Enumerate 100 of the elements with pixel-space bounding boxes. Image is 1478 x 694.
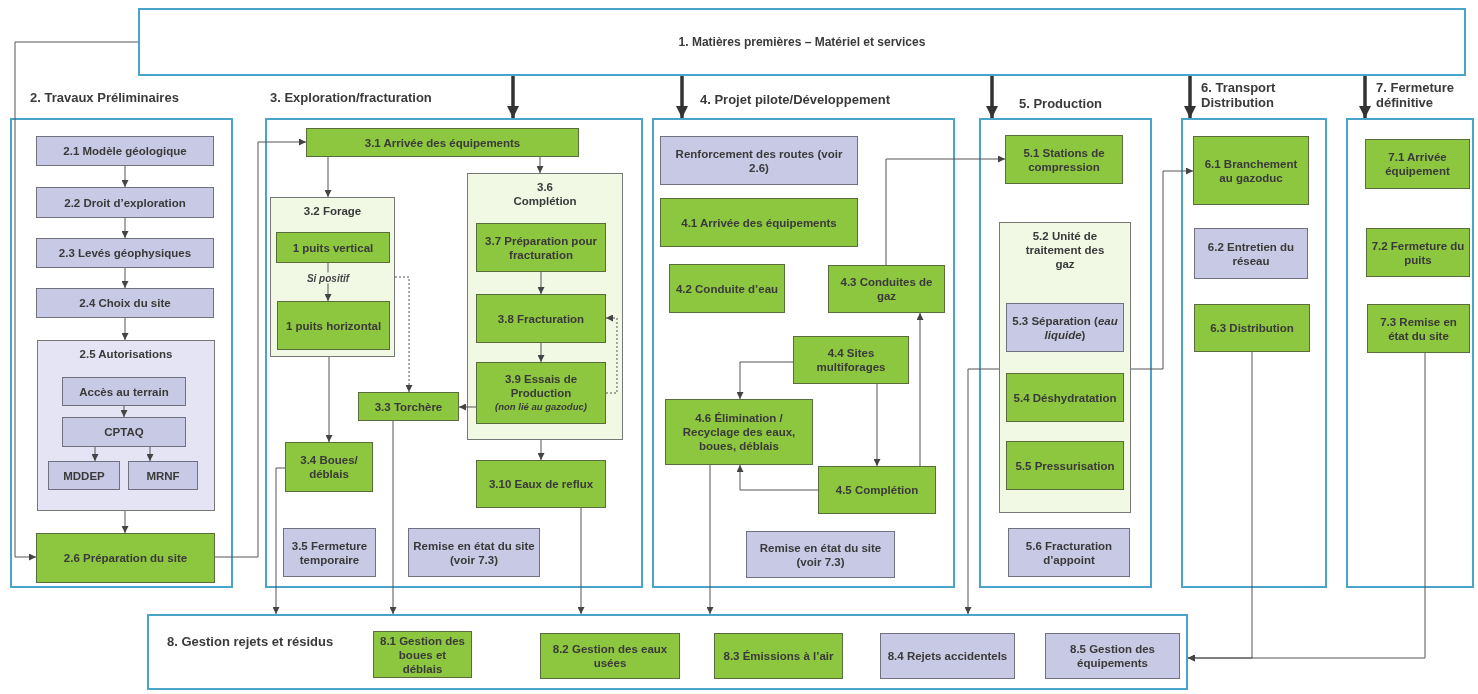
box-label: CPTAQ — [104, 425, 144, 439]
box-label: 3.5 Fermeture temporaire — [290, 538, 369, 567]
process-box — [793, 336, 909, 384]
arrow — [706, 464, 714, 615]
process-box — [358, 392, 459, 421]
process-box — [306, 128, 579, 157]
panel-heading: 7. Fermeture définitive — [1376, 80, 1456, 110]
arrow — [389, 420, 397, 615]
phase-panel — [1346, 80, 1474, 588]
box-label: MRNF — [146, 468, 180, 483]
phase-panel — [147, 614, 1188, 690]
process-box — [283, 528, 376, 577]
box-label: 3.10 Eaux de reflux — [488, 477, 594, 491]
phase-panel — [265, 90, 643, 588]
arrow — [537, 271, 545, 295]
process-box — [828, 265, 945, 313]
arrow — [537, 439, 545, 461]
process-box — [1365, 139, 1470, 189]
process-box — [36, 187, 214, 218]
arrow — [964, 368, 1000, 615]
box-label: 6.3 Distribution — [1210, 321, 1294, 335]
process-box — [1005, 135, 1123, 184]
process-box — [665, 399, 813, 465]
process-box — [1194, 228, 1308, 279]
arrow — [605, 314, 618, 394]
process-box — [48, 461, 120, 490]
box-label: 3.1 Arrivée des équipements — [364, 135, 521, 150]
panel-heading: 5.2 Unité de traitement des gaz — [1024, 229, 1106, 271]
box-label: 4.5 Complétion — [835, 483, 919, 497]
process-box — [277, 301, 390, 350]
process-box — [476, 460, 606, 508]
process-box — [276, 232, 390, 263]
process-box — [476, 362, 606, 424]
box-label: 6.2 Entretien du réseau — [1206, 239, 1296, 268]
panel-heading: 2.5 Autorisations — [78, 347, 174, 361]
process-box — [36, 288, 214, 318]
box-label: 8.3 Émissions à l’air — [723, 649, 834, 663]
arrow — [121, 267, 129, 289]
box-label: (non lié au gazoduc) — [495, 400, 587, 414]
box-label: Remise en état du site (voir 7.3) — [413, 538, 535, 567]
box-label: 1. Matières premières – Matériel et services — [678, 35, 926, 49]
arrow — [121, 510, 129, 534]
arrow — [885, 155, 1006, 266]
box-label: 4.4 Sites multiforages — [815, 346, 887, 374]
arrow — [873, 383, 881, 467]
process-box — [1008, 528, 1130, 577]
arrow — [736, 464, 819, 491]
process-box — [128, 461, 198, 490]
process-box — [1366, 228, 1470, 277]
box-label: 5.6 Fracturation d’appoint — [1024, 538, 1114, 567]
box-label: 7.3 Remise en état du site — [1379, 314, 1458, 343]
process-box — [62, 377, 186, 406]
box-label: 4.6 Élimination / Recyclage des eaux, boues, déblais — [681, 411, 797, 453]
edge-label: Si positif — [304, 272, 352, 284]
arrow — [1184, 76, 1196, 118]
box-label: 3.8 Fracturation — [497, 311, 585, 326]
process-box — [36, 533, 215, 583]
process-box — [36, 136, 214, 166]
panel-heading: 3.2 Forage — [302, 204, 363, 218]
arrow — [272, 467, 286, 615]
process-box — [880, 633, 1015, 679]
box-label: 8.2 Gestion des eaux usées — [551, 642, 669, 670]
box-label: 3.3 Torchère — [374, 399, 443, 414]
arrow — [146, 446, 154, 462]
arrow — [736, 361, 794, 400]
box-label: 6.1 Branchement au gazoduc — [1203, 156, 1299, 185]
arrow — [325, 356, 333, 443]
box-label: 2.4 Choix du site — [79, 296, 171, 310]
box-label: 2.3 Levés géophysiques — [58, 246, 192, 260]
process-box — [476, 223, 606, 272]
panel-heading: 2. Travaux Préliminaires — [30, 90, 180, 105]
box-label: 1 puits vertical — [292, 240, 374, 255]
panel-heading: 6. Transport Distribution — [1201, 80, 1277, 110]
panel-heading: 3.6 Complétion — [512, 180, 578, 208]
process-box — [1006, 441, 1124, 490]
box-label: 3.7 Préparation pour fracturation — [484, 233, 598, 262]
box-label: 4.2 Conduite d’eau — [675, 281, 779, 296]
arrow — [916, 312, 924, 467]
arrow — [14, 41, 139, 561]
box-label: 2.6 Préparation du site — [63, 551, 188, 565]
box-label: 2.2 Droit d’exploration — [64, 195, 186, 210]
process-box — [746, 531, 895, 578]
box-label: Renforcement des routes (voir 2.6) — [674, 146, 844, 175]
header-box — [138, 8, 1466, 76]
box-label: 5.1 Stations de compression — [1022, 145, 1106, 174]
process-box — [1006, 373, 1124, 422]
process-box — [1045, 633, 1180, 679]
phase-panel — [10, 90, 233, 588]
process-box — [476, 294, 606, 343]
box-label: 7.2 Fermeture du puits — [1371, 238, 1465, 267]
arrow — [121, 317, 129, 341]
group-box — [999, 222, 1131, 513]
arrow — [91, 446, 99, 462]
box-label: 1 puits horizontal — [285, 318, 382, 333]
box-label: MDDEP — [63, 468, 105, 483]
panel-heading: 4. Projet pilote/Développement — [700, 92, 891, 107]
arrow — [537, 342, 545, 363]
panel-heading: 8. Gestion rejets et résidus — [167, 634, 334, 649]
arrow — [324, 156, 332, 198]
arrow — [394, 276, 413, 393]
